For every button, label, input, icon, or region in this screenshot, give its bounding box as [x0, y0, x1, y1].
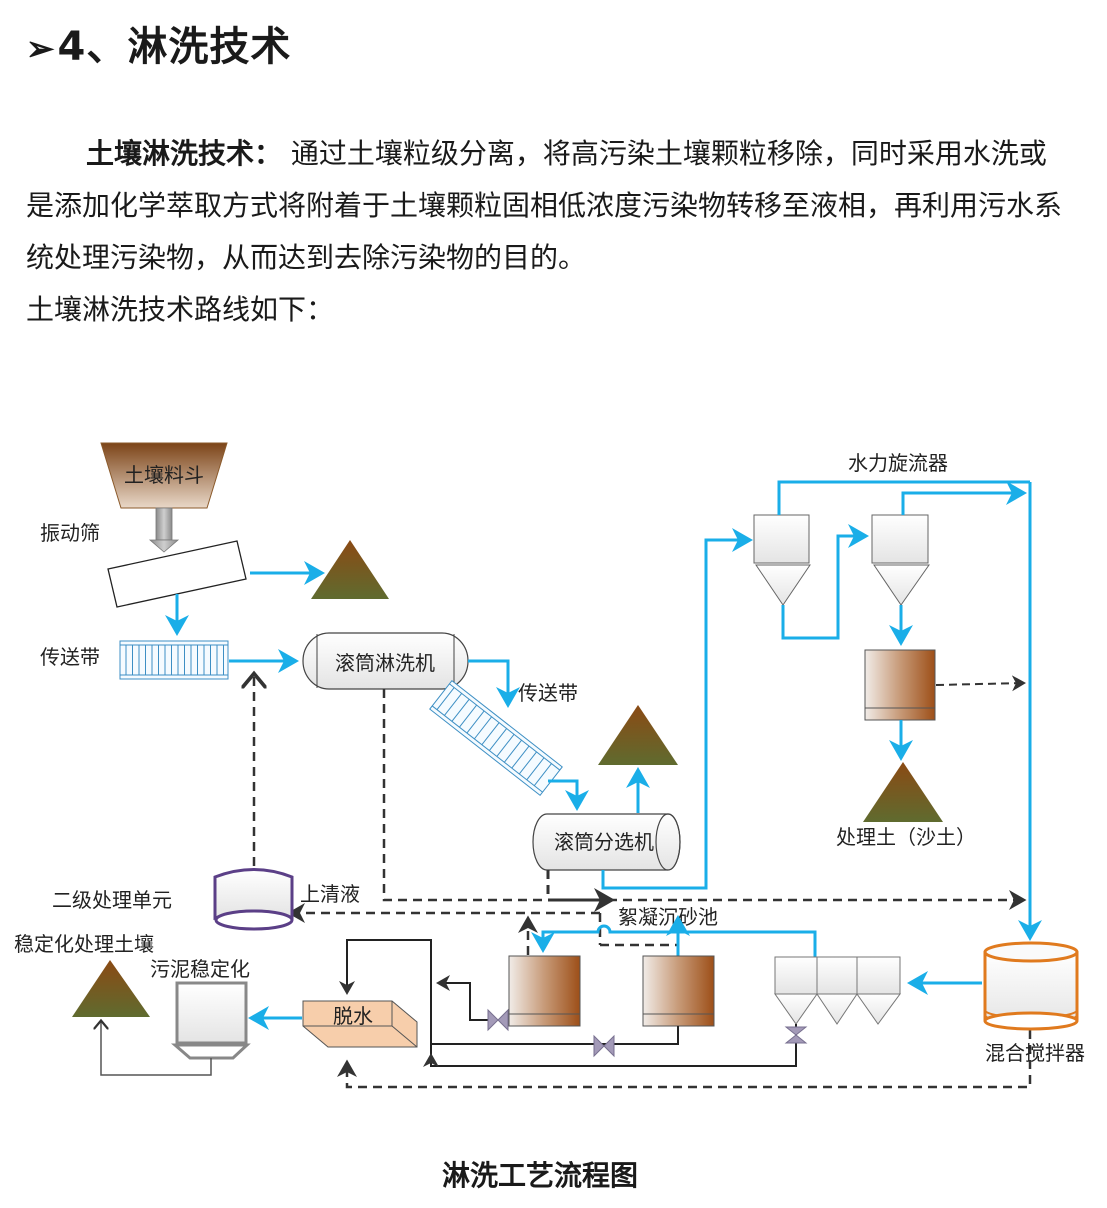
conveyor-rib: [459, 704, 478, 728]
flocculation-tank-1: [508, 955, 581, 1027]
stabilized-soil-pile: [72, 960, 150, 1017]
conveyor-rib: [533, 763, 552, 786]
conveyor-rib: [496, 734, 515, 757]
drum-separator: 滚筒分选机: [532, 813, 681, 871]
soil-hopper: 土壤料斗: [100, 442, 228, 509]
sludge-stabilization-label: 污泥稳定化: [150, 957, 250, 981]
mixer-label: 混合搅拌器: [985, 1041, 1085, 1065]
intro-paragraph: 土壤淋洗技术： 通过土壤粒级分离，将高污染土壤颗粒移除，同时采用水洗或是添加化学…: [26, 128, 1066, 284]
conveyor-rib: [466, 710, 485, 734]
dewatering-unit: 脱水: [302, 1000, 418, 1048]
conveyor-rib: [481, 722, 500, 746]
drum-separator-label: 滚筒分选机: [554, 830, 654, 854]
secondary-treatment-unit: [213, 868, 294, 931]
valve-icon: [487, 1008, 509, 1032]
hydrocyclone-label: 水力旋流器: [848, 451, 948, 475]
conveyor-1: [119, 640, 229, 680]
sludge-stabilization-unit: [170, 981, 251, 1060]
soil-pile-separator: [598, 705, 678, 765]
vibrating-screen-label: 振动筛: [40, 521, 100, 545]
feed-arrow-icon: [148, 507, 180, 553]
conveyor-rib: [518, 751, 537, 775]
dewatering-label: 脱水: [333, 1004, 373, 1028]
conveyor-rib: [511, 745, 530, 769]
conveyor-rib: [473, 716, 493, 740]
conveyor-rib: [488, 728, 507, 751]
figure-caption: 淋洗工艺流程图: [441, 1159, 638, 1192]
conveyor-rib: [526, 757, 545, 781]
vibrating-screen: [107, 540, 247, 608]
section-title: 4、淋洗技术: [57, 24, 292, 70]
drum-washer-label: 滚筒淋洗机: [335, 651, 435, 675]
soil-pile-oversize: [311, 540, 389, 599]
flocculation-tank-label: 絮凝沉砂池: [618, 905, 718, 929]
conveyor-rib: [436, 687, 455, 710]
treated-soil-pile: [863, 762, 943, 822]
bullet-arrow-icon: ➢: [26, 29, 56, 69]
route-intro: 土壤淋洗技术路线如下：: [26, 293, 335, 326]
conveyor-rib: [451, 698, 470, 722]
hydrocyclone-2: [871, 514, 930, 606]
secondary-unit-label: 二级处理单元: [52, 888, 172, 912]
supernatant-label: 上清液: [300, 882, 360, 906]
conveyor-rib: [444, 693, 463, 716]
flocculation-tank-2: [642, 955, 715, 1027]
hopper-label: 土壤料斗: [124, 463, 204, 487]
section-heading: ➢4、淋洗技术: [26, 14, 291, 72]
stabilized-soil-label: 稳定化处理土壤: [14, 932, 154, 956]
settling-hoppers: [774, 956, 901, 1025]
valve-icon: [593, 1034, 615, 1058]
conveyor-2-label: 传送带: [518, 681, 578, 705]
mixing-agitator: [983, 941, 1079, 1031]
conveyor-rib: [503, 739, 522, 763]
drum-washer: 滚筒淋洗机: [302, 632, 469, 690]
treated-soil-label: 处理土（沙土）: [836, 825, 976, 849]
conveyor-1-label: 传送带: [40, 645, 100, 669]
intro-text: 通过土壤粒级分离，将高污染土壤颗粒移除，同时采用水洗或是添加化学萃取方式将附着于…: [26, 137, 1063, 274]
valve-icon: [784, 1026, 808, 1044]
hydrocyclone-1: [753, 514, 811, 606]
intro-term: 土壤淋洗技术：: [86, 137, 283, 170]
washing-process-flow-diagram: 土壤料斗 振动筛 传送带 滚筒淋洗机 传送带: [14, 442, 1085, 1089]
sand-dewatering-box: [864, 649, 936, 721]
